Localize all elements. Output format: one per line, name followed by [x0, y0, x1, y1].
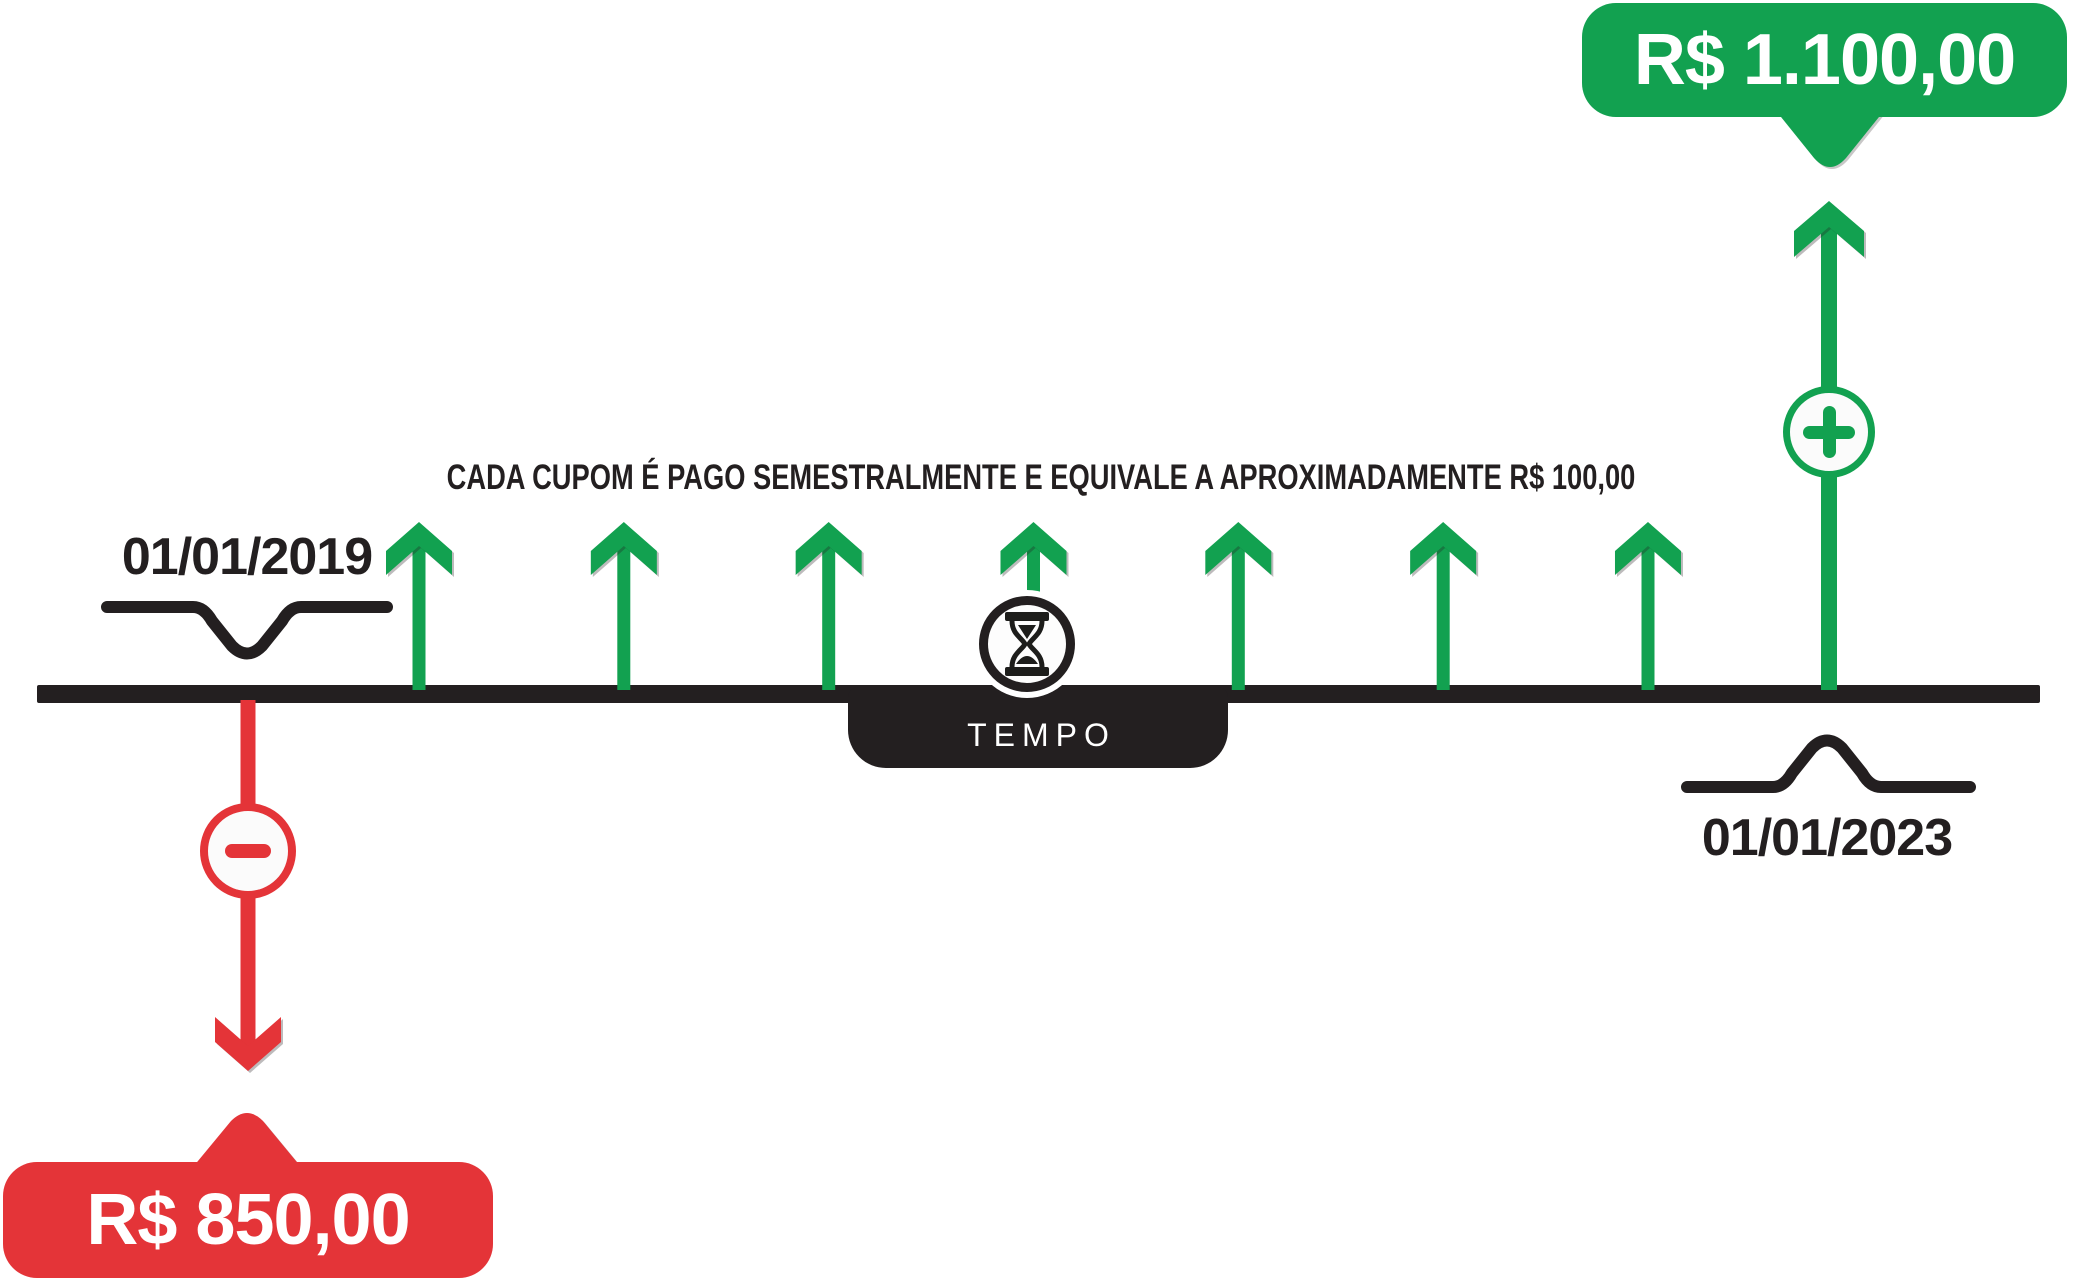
coupon-arrow-stem — [1641, 542, 1655, 690]
coupon-arrow-stem — [412, 542, 426, 690]
coupon-arrow-head — [386, 522, 452, 575]
coupon-arrow-head — [1000, 522, 1067, 575]
end-date-brace — [1681, 734, 1976, 793]
plus-icon — [1822, 406, 1836, 458]
coupon-arrow-head — [590, 522, 657, 575]
redemption-arrow-head — [1794, 201, 1864, 257]
purchase-bubble-tail — [193, 1113, 301, 1167]
hourglass-icon — [1005, 612, 1049, 676]
redemption-bubble: R$ 1.100,00 — [1582, 3, 2067, 117]
coupon-arrow-stem — [617, 542, 631, 690]
coupon-arrow — [590, 522, 657, 690]
purchase-bubble: R$ 850,00 — [3, 1162, 493, 1278]
coupon-arrow-head — [1205, 522, 1272, 575]
coupon-arrow — [386, 522, 452, 690]
coupon-arrow — [795, 522, 862, 690]
minus-icon — [225, 844, 271, 858]
coupon-arrow-stem — [1436, 542, 1450, 690]
coupon-arrow — [1205, 522, 1272, 690]
plus-badge — [1783, 386, 1875, 478]
coupon-note: CADA CUPOM É PAGO SEMESTRALMENTE E EQUIV… — [446, 458, 1636, 497]
end-date-label: 01/01/2023 — [1701, 809, 1953, 867]
coupon-arrow — [1614, 522, 1681, 690]
minus-badge — [200, 803, 296, 899]
redemption-bubble-tail — [1777, 112, 1883, 167]
purchase-amount: R$ 850,00 — [86, 1180, 410, 1260]
coupon-arrow — [1410, 522, 1477, 690]
coupon-arrow-head — [795, 522, 862, 575]
hourglass-badge — [979, 596, 1075, 692]
outflow-arrow-head — [215, 1017, 281, 1071]
coupon-arrow-stem — [822, 542, 836, 690]
coupon-arrow-stem — [1231, 542, 1245, 690]
start-date-brace — [101, 601, 393, 660]
tempo-label: TEMPO — [967, 717, 1116, 753]
start-date-label: 01/01/2019 — [121, 528, 373, 586]
redemption-amount: R$ 1.100,00 — [1633, 20, 2016, 100]
coupon-arrow-head — [1614, 522, 1681, 575]
tempo-label-box: TEMPO — [848, 687, 1228, 768]
coupon-arrow-head — [1410, 522, 1477, 575]
